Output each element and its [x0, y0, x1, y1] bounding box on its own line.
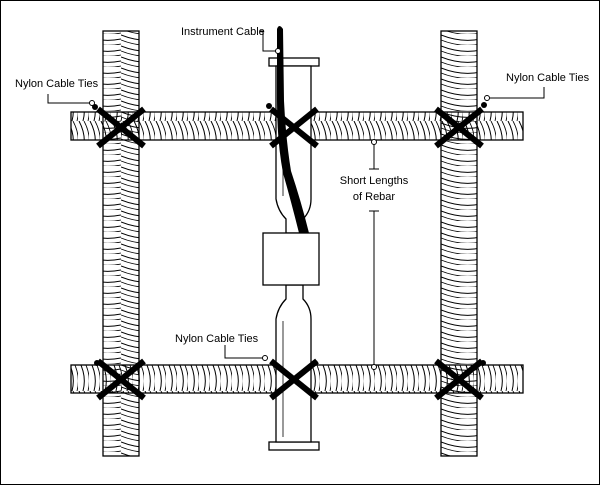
cable-tie-x-bottom-right [434, 358, 484, 401]
tie-head-icon [266, 103, 272, 109]
tie-head-icon [312, 360, 318, 366]
cable-tie-x-top-left [96, 106, 146, 149]
label-nylon-ties-top-right: Nylon Cable Ties [506, 72, 590, 84]
tie-head-icon [481, 102, 487, 108]
cable-tie-x-top-center [269, 106, 319, 149]
tie-head-icon [94, 360, 100, 366]
label-instrument-cable: Instrument Cable [181, 26, 265, 38]
tie-head-icon [480, 360, 486, 366]
leader-lines [47, 30, 545, 370]
label-nylon-ties-bottom: Nylon Cable Ties [175, 333, 259, 345]
cable-tie-x-top-right [434, 106, 484, 149]
instrument-cable [277, 26, 309, 233]
cable-tie-x-bottom-center [269, 358, 319, 401]
cable-tie-x-bottom-left [96, 358, 146, 401]
gauge-box [262, 232, 320, 286]
label-rebar-line1: Short Lengths [340, 175, 409, 187]
label-nylon-ties-top-left: Nylon Cable Ties [15, 78, 99, 90]
label-rebar-line2: of Rebar [353, 191, 396, 203]
